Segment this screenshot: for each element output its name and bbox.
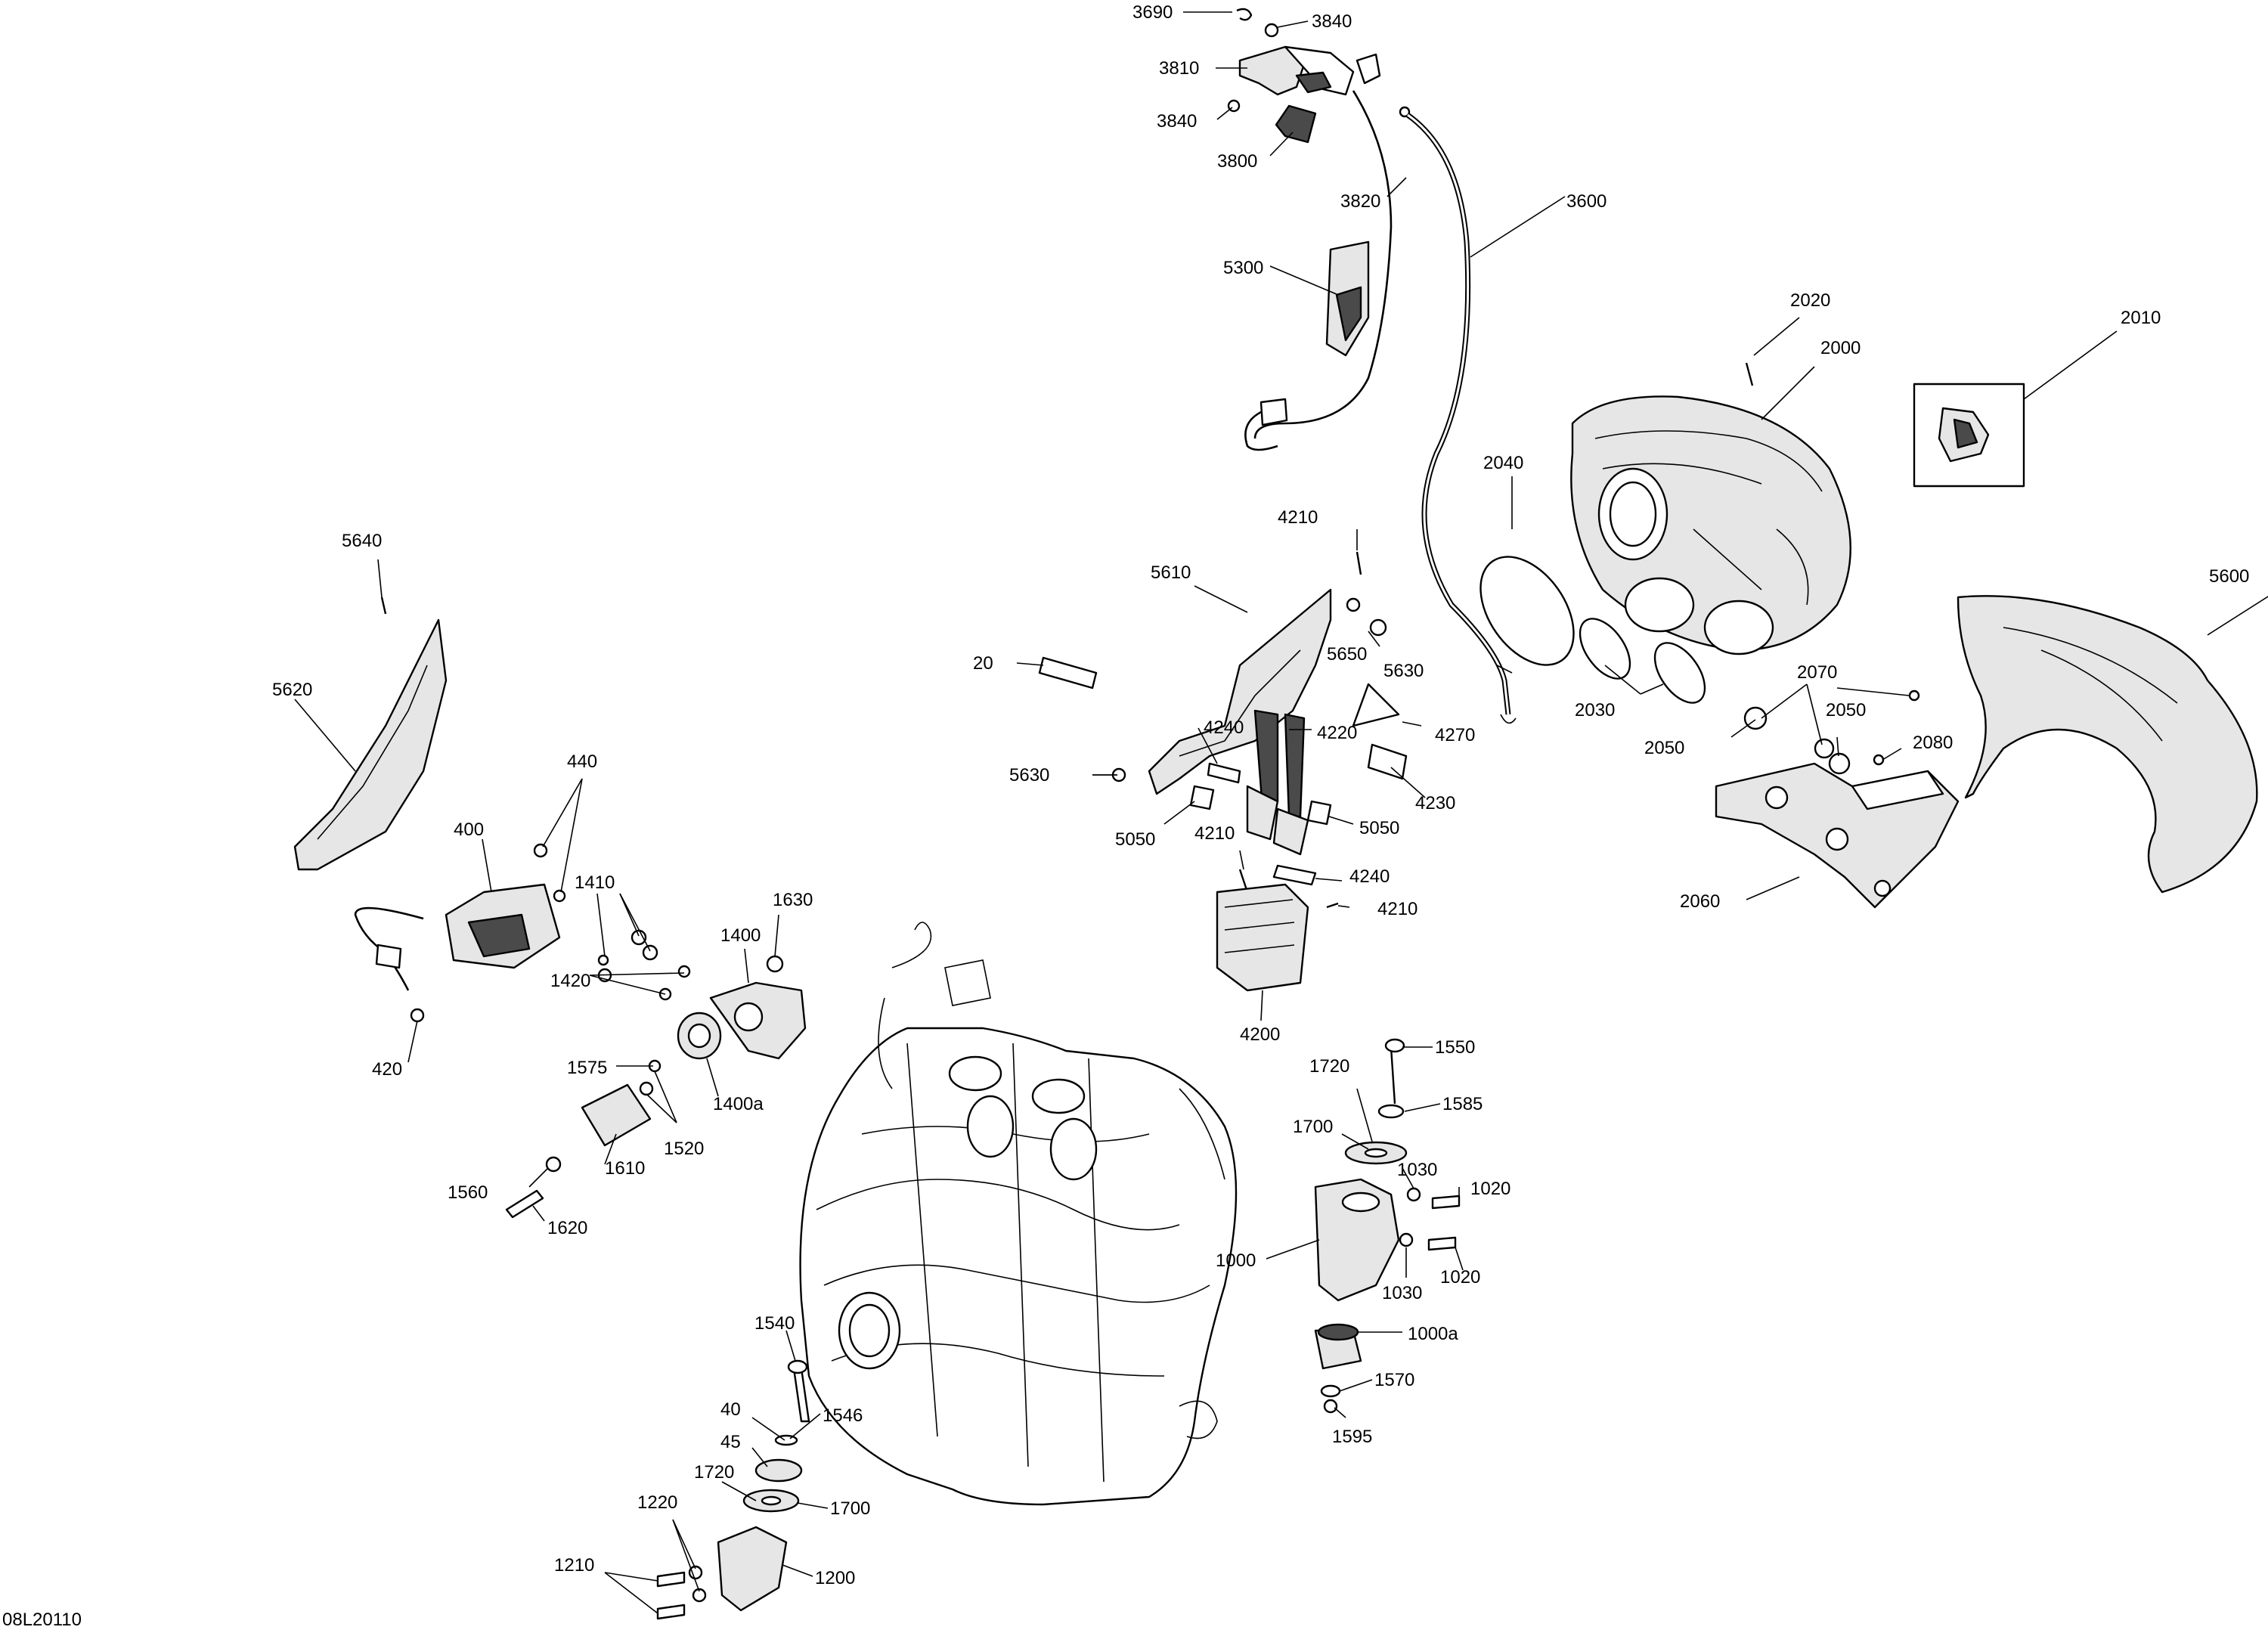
callout-label: 1585	[1442, 1094, 1483, 1114]
callout-label: 400	[454, 820, 484, 840]
heat-shield	[1957, 595, 2258, 894]
callout-label: 1020	[1440, 1267, 1480, 1287]
callout-label: 3820	[1340, 191, 1380, 212]
callout-label: 45	[720, 1432, 741, 1452]
throttle-position-sensor	[1244, 240, 1370, 451]
callout-label: 1610	[605, 1158, 645, 1179]
callout-label: 1030	[1382, 1283, 1422, 1303]
sensor-420	[354, 906, 425, 1023]
callout-label: 1720	[694, 1462, 734, 1483]
callout-label: 1595	[1332, 1427, 1372, 1447]
throttle-sensor-wire	[1253, 90, 1393, 439]
engine-block	[799, 922, 1238, 1506]
callout-label: 2010	[2121, 308, 2161, 328]
callout-label: 3840	[1157, 111, 1197, 132]
callout-label: 1210	[554, 1555, 594, 1576]
callout-label: 1030	[1397, 1160, 1437, 1180]
mount-plate-1610	[505, 1059, 662, 1219]
callout-label: 4210	[1194, 823, 1235, 844]
callout-label: 4200	[1240, 1024, 1280, 1045]
callout-label: 1200	[815, 1568, 855, 1588]
callout-label: 5650	[1327, 644, 1367, 665]
ecm-connectors	[1189, 683, 1408, 909]
ecm-cover-5610	[1038, 551, 1387, 795]
air-intake-silencer	[1570, 362, 1851, 655]
engine-control-module	[1216, 883, 1309, 992]
callout-label: 1630	[773, 890, 813, 910]
callout-label: 1700	[830, 1498, 870, 1519]
callout-label: 2060	[1680, 891, 1720, 912]
throttle-cable	[1405, 113, 1517, 724]
callout-label: 1570	[1374, 1370, 1414, 1390]
callout-label: 2030	[1575, 700, 1615, 720]
callout-label: 2050	[1826, 700, 1866, 720]
callout-label: 1520	[664, 1139, 704, 1159]
callout-label: 1700	[1293, 1117, 1333, 1137]
callout-label: 2080	[1913, 733, 1953, 753]
throttle-lever-assembly	[1227, 8, 1411, 144]
callout-label: 20	[973, 653, 993, 674]
callout-label: 5300	[1223, 258, 1263, 278]
callout-label: 1550	[1435, 1037, 1475, 1058]
callout-label: 2040	[1483, 453, 1523, 473]
callout-label: 1560	[448, 1182, 488, 1203]
callout-label: 1020	[1470, 1179, 1510, 1199]
detail-inset-box	[1913, 383, 2025, 488]
callout-label: 4230	[1415, 793, 1455, 813]
callout-label: 2050	[1644, 738, 1684, 758]
callout-label: 40	[720, 1399, 741, 1420]
callout-label: 2000	[1820, 338, 1861, 358]
callout-label: 2070	[1797, 662, 1837, 683]
callout-label: 1420	[550, 971, 590, 991]
callout-label: 5630	[1009, 765, 1049, 786]
callout-label: 3800	[1217, 151, 1257, 172]
callout-label: 1546	[823, 1405, 863, 1426]
callout-label: 4210	[1377, 899, 1418, 919]
callout-label: 1410	[575, 872, 615, 893]
callout-label: 5630	[1383, 661, 1424, 681]
callout-label: 3690	[1132, 2, 1173, 23]
callout-label: 5050	[1359, 818, 1399, 838]
callout-label: 1400a	[713, 1094, 764, 1114]
callout-label: 5620	[272, 680, 312, 700]
callout-label: 3810	[1159, 58, 1199, 79]
callout-label: 5600	[2209, 566, 2249, 587]
callout-label: 4270	[1435, 725, 1475, 745]
callout-label: 1220	[637, 1492, 677, 1513]
engine-mount-1000	[1314, 1038, 1461, 1414]
callout-label: 1575	[567, 1058, 607, 1078]
figure-code: 08L20110	[2, 1610, 82, 1630]
intake-clamps	[1479, 556, 1706, 704]
callout-label: 5610	[1151, 562, 1191, 583]
callout-label: 420	[372, 1059, 402, 1080]
callout-label: 1620	[547, 1218, 587, 1238]
mounting-bracket-2060	[1715, 689, 1960, 909]
callout-label: 1400	[720, 925, 761, 946]
engine-mount-1400	[597, 929, 807, 1060]
callout-label: 440	[567, 751, 597, 772]
side-panel-5620	[293, 596, 448, 871]
callout-label: 4210	[1278, 507, 1318, 528]
callout-label: 2020	[1790, 290, 1830, 311]
callout-label: 5050	[1115, 829, 1155, 850]
callout-label: 5640	[342, 531, 382, 551]
callout-label: 3600	[1566, 191, 1606, 212]
callout-label: 3840	[1312, 11, 1352, 32]
callout-label: 1540	[754, 1313, 795, 1334]
callout-label: 1720	[1309, 1056, 1349, 1077]
callout-label: 4220	[1317, 723, 1357, 743]
callout-label: 4240	[1204, 717, 1244, 738]
leader-lines	[294, 11, 2268, 1614]
engine-mount-bracket-400	[445, 843, 566, 969]
callout-label: 4240	[1349, 866, 1390, 887]
callout-label: 1000	[1216, 1250, 1256, 1271]
callout-label: 1000a	[1408, 1324, 1458, 1344]
